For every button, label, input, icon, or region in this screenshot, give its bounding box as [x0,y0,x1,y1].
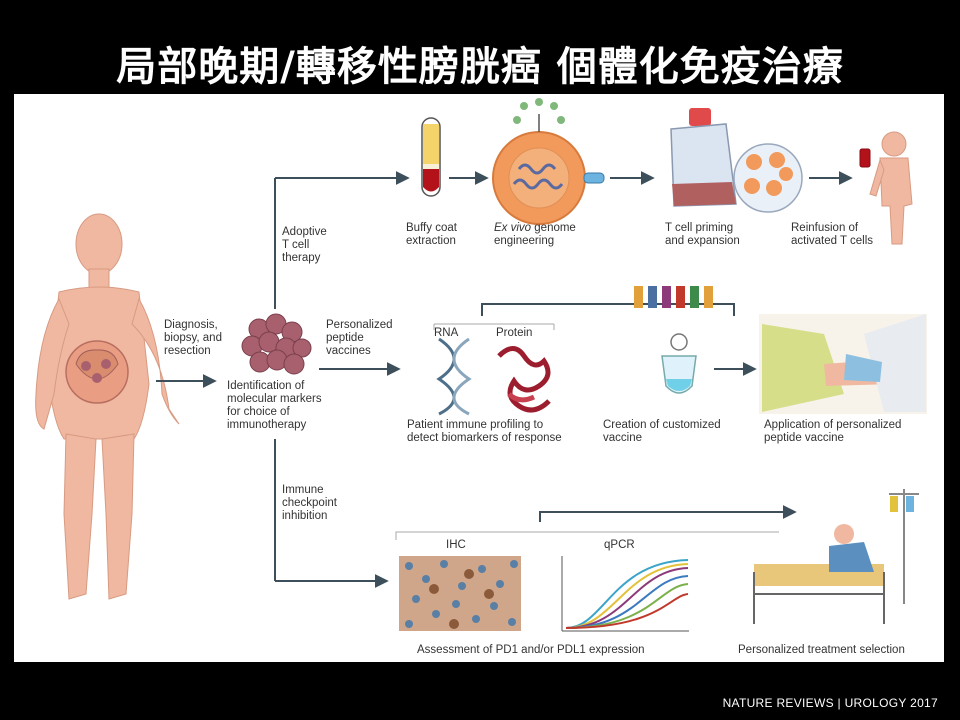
label-ihc: IHC [446,539,466,552]
label-profiling: Patient immune profiling to detect bioma… [407,419,562,445]
qpcr-curves-icon [562,556,689,631]
hospital-bed-icon [754,489,919,624]
label-diagnosis: Diagnosis, biopsy, and resection [164,319,222,358]
tcell-magnified-icon [734,144,802,212]
tumor-cluster-icon [242,314,311,374]
label-identification: Identification of molecular markers for … [227,380,322,432]
label-assessment: Assessment of PD1 and/or PDL1 expression [417,644,645,657]
label-creation: Creation of customized vaccine [603,419,721,445]
ihc-stain-icon [399,556,521,631]
diagram-panel: Diagnosis, biopsy, and resection Identif… [14,94,944,662]
label-application: Application of personalized peptide vacc… [764,419,901,445]
dna-helix-icon [439,339,469,414]
label-exvivo-italic: Ex vivo [494,222,531,234]
source-credit: NATURE REVIEWS | UROLOGY 2017 [723,696,938,710]
blood-tube-icon [422,118,440,196]
label-qpcr: qPCR [604,539,635,552]
label-selection: Personalized treatment selection [738,644,905,657]
diagram-graphics [14,94,944,662]
cell-icon [493,98,604,224]
culture-flask-icon [671,108,736,206]
label-checkpoint: Immune checkpoint inhibition [282,484,337,523]
label-peptide: Personalized peptide vaccines [326,319,392,358]
protein-icon [499,349,549,411]
label-rna: RNA [434,327,458,340]
human-body-icon [36,214,179,599]
label-adoptive: Adoptive T cell therapy [282,226,327,265]
label-exvivo: Ex vivo genome engineering [494,222,576,248]
label-protein: Protein [496,327,532,340]
label-reinfusion: Reinfusion of activated T cells [791,222,873,248]
injection-scene-icon [759,314,927,414]
arrow-to-selection [540,512,794,522]
label-buffy: Buffy coat extraction [406,222,457,248]
slide-title: 局部晚期/轉移性膀胱癌 個體化免疫治療 [0,34,960,92]
vaccine-tube-icon [662,334,696,393]
label-priming: T cell priming and expansion [665,222,740,248]
